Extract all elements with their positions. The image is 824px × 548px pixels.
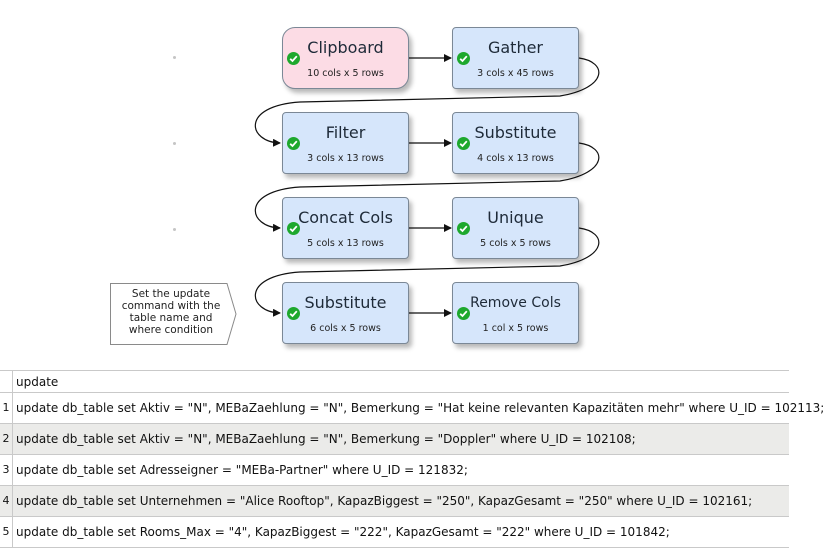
node-title: Substitute [304, 293, 387, 312]
node-filter[interactable]: Filter 3 cols x 13 rows [282, 112, 409, 174]
output-table: update 1 update db_table set Aktiv = "N"… [0, 370, 824, 548]
column-header-update[interactable]: update [16, 375, 59, 389]
table-cell[interactable]: update db_table set Aktiv = "N", MEBaZae… [16, 401, 824, 415]
check-circle-icon [287, 52, 300, 65]
node-title: Filter [325, 123, 366, 142]
node-substitute[interactable]: Substitute 4 cols x 13 rows [452, 112, 579, 174]
node-dimensions: 10 cols x 5 rows [307, 68, 384, 79]
node-title: Substitute [474, 123, 557, 142]
row-index: 1 [0, 393, 13, 423]
table-cell[interactable]: update db_table set Adresseigner = "MEBa… [16, 463, 468, 477]
header-index-cell [0, 371, 13, 392]
table-cell[interactable]: update db_table set Unternehmen = "Alice… [16, 494, 753, 508]
callout-text: Set the update command with the table na… [116, 288, 226, 336]
check-circle-icon [287, 222, 300, 235]
node-clipboard[interactable]: Clipboard 10 cols x 5 rows [282, 27, 409, 89]
table-row[interactable]: 2 update db_table set Aktiv = "N", MEBaZ… [0, 424, 789, 455]
node-title: Concat Cols [298, 208, 393, 227]
node-title: Remove Cols [470, 295, 561, 311]
canvas-dot [173, 228, 176, 231]
callout-line: where condition [128, 324, 214, 336]
callout-shape [110, 283, 237, 345]
node-dimensions: 5 cols x 13 rows [307, 238, 384, 249]
callout-line: table name and [129, 312, 213, 324]
canvas-dot [173, 142, 176, 145]
check-circle-icon [457, 137, 470, 150]
table-cell[interactable]: update db_table set Aktiv = "N", MEBaZae… [16, 432, 636, 446]
node-title: Clipboard [307, 38, 384, 57]
node-title: Unique [487, 208, 544, 227]
check-circle-icon [287, 307, 300, 320]
node-dimensions: 3 cols x 45 rows [477, 68, 554, 79]
node-dimensions: 4 cols x 13 rows [477, 153, 554, 164]
canvas-dot [173, 56, 176, 59]
workflow-canvas: Clipboard 10 cols x 5 rows Gather 3 cols… [110, 27, 600, 345]
node-dimensions: 5 cols x 5 rows [480, 238, 551, 249]
table-row[interactable]: 1 update db_table set Aktiv = "N", MEBaZ… [0, 393, 824, 424]
note-callout[interactable]: Set the update command with the table na… [110, 283, 237, 345]
row-index: 2 [0, 424, 13, 454]
connector-substitute-concat [254, 142, 600, 232]
node-remove-cols[interactable]: Remove Cols 1 col x 5 rows [452, 282, 579, 344]
callout-line: command with the [121, 300, 221, 312]
node-title: Gather [487, 38, 544, 57]
check-circle-icon [457, 222, 470, 235]
table-header: update [0, 371, 789, 393]
table-cell[interactable]: update db_table set Rooms_Max = "4", Kap… [16, 525, 670, 539]
row-index: 4 [0, 486, 13, 516]
node-substitute-2[interactable]: Substitute 6 cols x 5 rows [282, 282, 409, 344]
node-unique[interactable]: Unique 5 cols x 5 rows [452, 197, 579, 259]
connector-gather-filter [254, 57, 600, 147]
workflow-connectors [254, 54, 600, 317]
connector-unique-substitute [254, 227, 600, 317]
check-circle-icon [457, 307, 470, 320]
node-concat-cols[interactable]: Concat Cols 5 cols x 13 rows [282, 197, 409, 259]
table-row[interactable]: 5 update db_table set Rooms_Max = "4", K… [0, 517, 789, 548]
row-index: 5 [0, 517, 13, 547]
node-dimensions: 3 cols x 13 rows [307, 153, 384, 164]
check-circle-icon [287, 137, 300, 150]
check-circle-icon [457, 52, 470, 65]
node-dimensions: 6 cols x 5 rows [310, 323, 381, 334]
row-index: 3 [0, 455, 13, 485]
table-row[interactable]: 4 update db_table set Unternehmen = "Ali… [0, 486, 789, 517]
node-dimensions: 1 col x 5 rows [482, 323, 549, 334]
callout-line: Set the update [131, 288, 211, 300]
table-row[interactable]: 3 update db_table set Adresseigner = "ME… [0, 455, 789, 486]
node-gather[interactable]: Gather 3 cols x 45 rows [452, 27, 579, 89]
